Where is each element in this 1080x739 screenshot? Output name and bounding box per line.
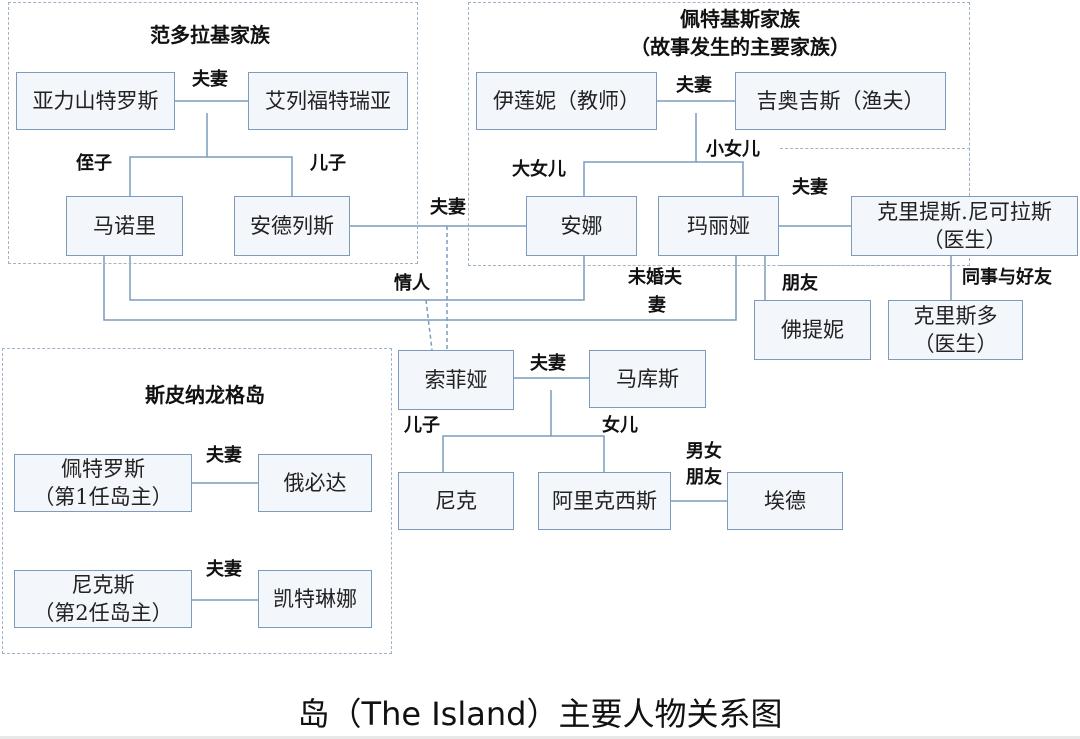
person-petros[interactable]: 佩特罗斯 （第1任岛主） [14, 454, 192, 512]
relation-label-youngest-daughter: 小女儿 [706, 139, 760, 160]
person-name: 马库斯 [616, 367, 679, 391]
relation-label-bf-gf: 男女 [686, 441, 722, 462]
group-title-petrakis-line1: 佩特基斯家族 [680, 7, 800, 31]
connector-sofia-lovers [425, 299, 433, 351]
person-ebida[interactable]: 俄必达 [258, 454, 372, 512]
person-role: （医生） [922, 228, 1007, 252]
person-name: 吉奥吉斯（渔夫） [756, 89, 925, 113]
person-giorgis[interactable]: 吉奥吉斯（渔夫） [735, 72, 946, 130]
group-spinalonga-island [2, 348, 392, 654]
person-katerina[interactable]: 凯特琳娜 [258, 570, 372, 628]
relation-label-couple: 夫妻 [192, 69, 228, 90]
person-eleni[interactable]: 伊莲妮（教师） [476, 72, 657, 130]
relation-label-friend: 朋友 [782, 273, 818, 294]
person-role: （第1任岛主） [33, 485, 173, 509]
connector-manolis-maria [103, 256, 737, 321]
person-role: （第2任岛主） [33, 601, 173, 625]
person-eleftheria[interactable]: 艾列福特瑞亚 [248, 72, 408, 130]
person-name: 艾列福特瑞亚 [265, 89, 391, 113]
relation-label-couple: 夫妻 [430, 197, 466, 218]
person-andreas[interactable]: 安德列斯 [234, 196, 350, 256]
relation-label-eldest-daughter: 大女儿 [512, 159, 566, 180]
person-nicos[interactable]: 尼克斯 （第2任岛主） [14, 570, 192, 628]
diagram-caption: 岛（The Island）主要人物关系图 [297, 695, 783, 733]
person-name: 尼克斯 [71, 573, 135, 597]
relation-label-couple: 夫妻 [792, 177, 828, 198]
connector-vandorakis-son [207, 156, 293, 196]
relation-label-couple: 夫妻 [530, 353, 566, 374]
group-title-petrakis-line2: （故事发生的主要家族） [630, 35, 850, 59]
relation-label-nephew: 侄子 [76, 153, 112, 174]
person-name: 克里斯多 [913, 304, 998, 328]
person-name: 佛提妮 [781, 318, 844, 342]
relation-label-engaged-cont: 妻 [648, 295, 666, 316]
connector-vandorakis-children [129, 113, 208, 196]
person-name: 尼克 [435, 489, 477, 513]
person-nikos[interactable]: 尼克 [398, 472, 514, 530]
person-name: 埃德 [764, 489, 806, 513]
relation-label-couple: 夫妻 [206, 559, 242, 580]
person-alexandros[interactable]: 亚力山特罗斯 [16, 72, 175, 130]
person-alexis[interactable]: 阿里克西斯 [538, 472, 671, 530]
connector-manolis-anna [129, 256, 585, 301]
connector-petrakis-children [583, 113, 697, 196]
relation-label-son: 儿子 [404, 415, 440, 436]
connector-sofia-children [442, 390, 552, 472]
relation-label-son: 儿子 [310, 153, 346, 174]
person-manolis[interactable]: 马诺里 [66, 196, 183, 256]
person-name: 玛丽娅 [687, 214, 750, 238]
person-kritsotakis[interactable]: 克里提斯.尼可拉斯 （医生） [851, 196, 1078, 256]
person-name: 安德列斯 [250, 214, 334, 238]
group-title-spinalonga: 斯皮纳龙格岛 [145, 383, 265, 407]
person-name: 马诺里 [93, 214, 156, 238]
bottom-divider [0, 736, 1080, 739]
person-name: 索菲娅 [424, 368, 488, 392]
relation-label-engaged: 未婚夫 [628, 267, 682, 288]
person-name: 伊莲妮（教师） [493, 89, 640, 113]
relation-label-colleague: 同事与好友 [962, 267, 1052, 288]
person-name: 安娜 [560, 214, 603, 238]
person-name: 亚力山特罗斯 [32, 89, 159, 113]
person-kristos[interactable]: 克里斯多 （医生） [888, 300, 1023, 360]
group-vandorakis-family [8, 2, 418, 264]
relation-label-couple: 夫妻 [206, 445, 242, 466]
person-name: 阿里克西斯 [552, 489, 657, 513]
person-maria[interactable]: 玛丽娅 [658, 196, 779, 256]
person-anna[interactable]: 安娜 [526, 196, 637, 256]
person-name: 凯特琳娜 [273, 587, 357, 611]
person-name: 佩特罗斯 [61, 457, 145, 481]
relation-label-daughter: 女儿 [602, 415, 638, 436]
relation-label-couple: 夫妻 [676, 75, 712, 96]
person-marcus[interactable]: 马库斯 [589, 350, 706, 408]
person-ed[interactable]: 埃德 [727, 472, 843, 530]
person-role: （医生） [913, 332, 998, 356]
relation-label-lovers: 情人 [394, 273, 430, 294]
person-fotini[interactable]: 佛提妮 [754, 300, 871, 360]
connector-petrakis-maria [696, 161, 744, 196]
group-title-vandorakis: 范多拉基家族 [150, 23, 270, 47]
connector-sofia-daughter [551, 435, 605, 472]
relation-label-bf-gf-cont: 朋友 [686, 467, 722, 488]
person-name: 俄必达 [283, 471, 347, 495]
person-sofia[interactable]: 索菲娅 [398, 350, 514, 410]
person-name: 克里提斯.尼可拉斯 [877, 200, 1052, 224]
group-petrakis-family [468, 2, 970, 266]
